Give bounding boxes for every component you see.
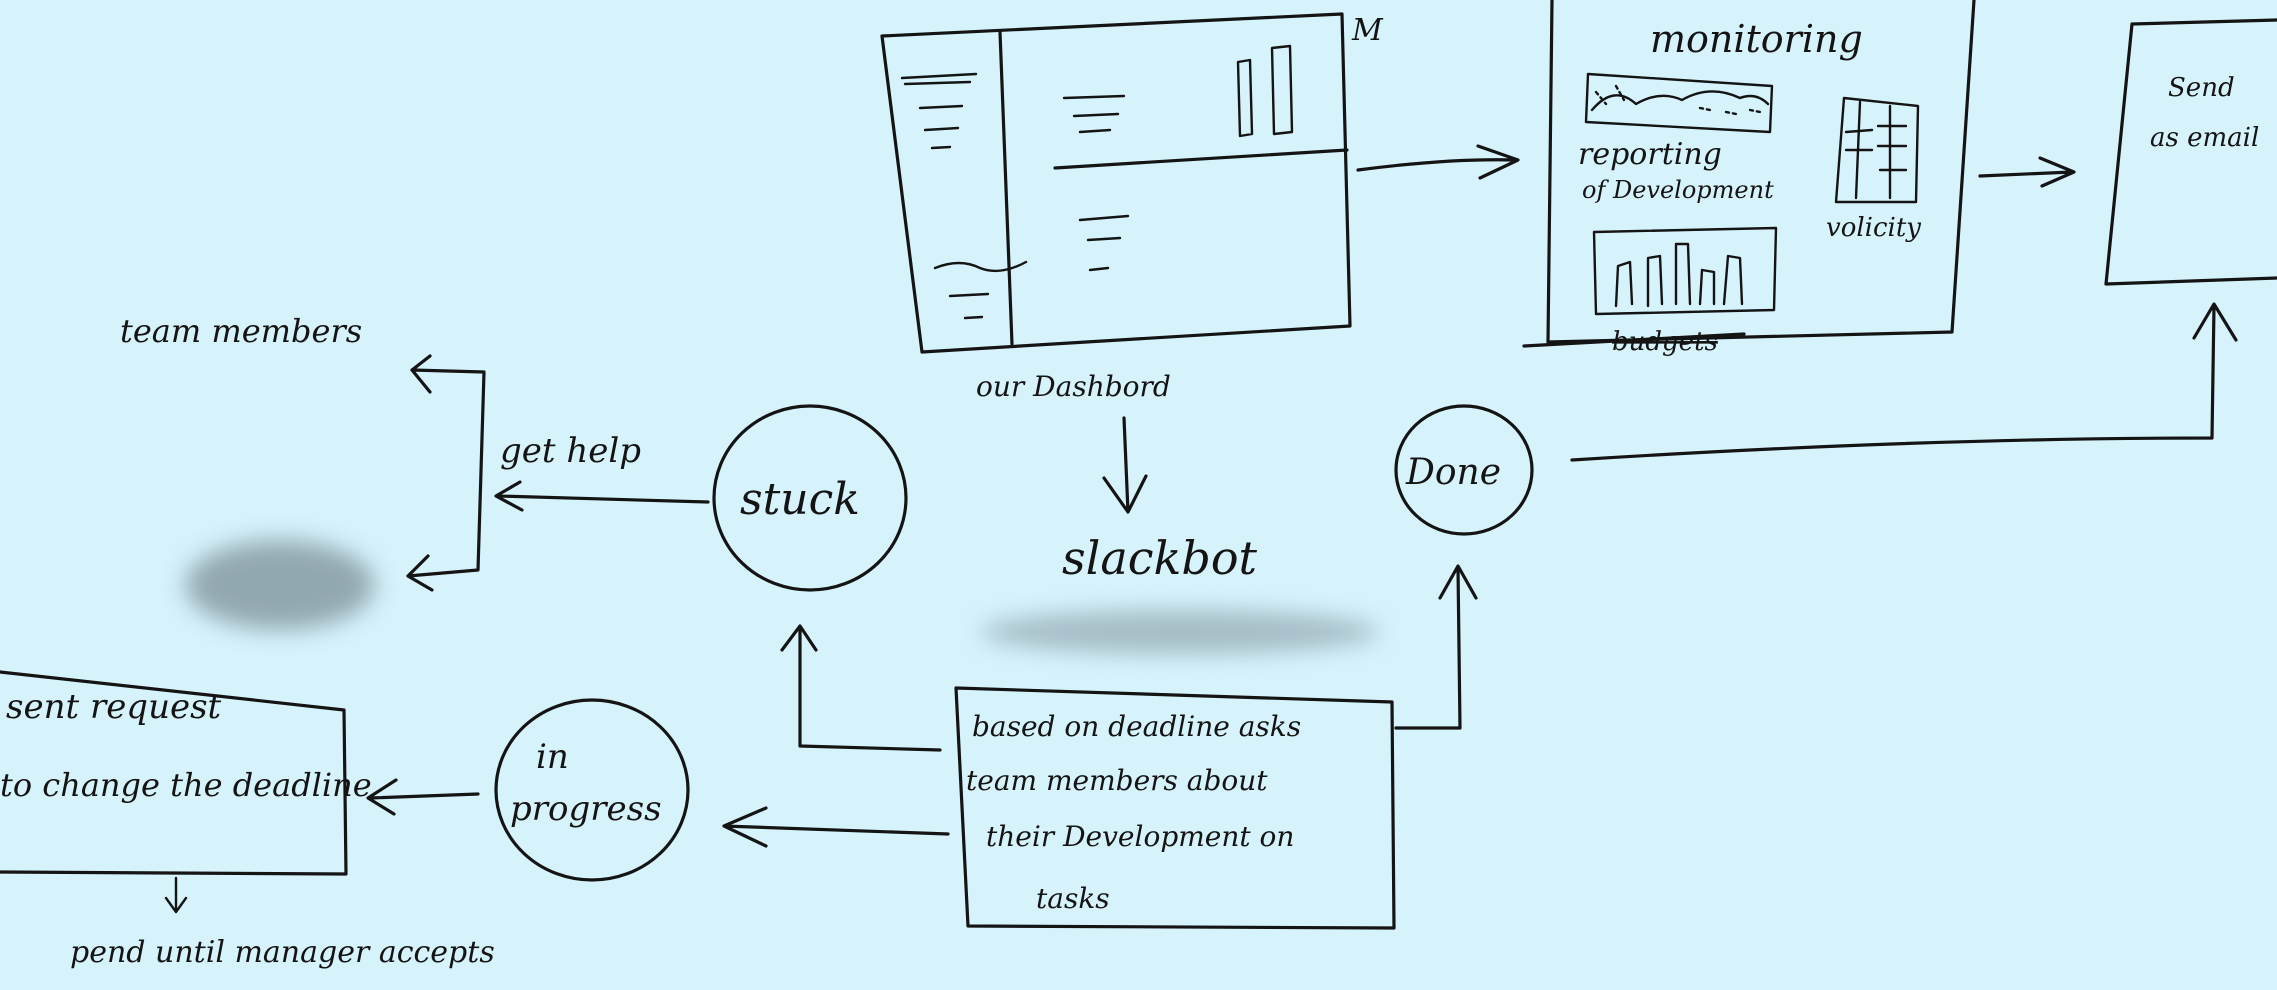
dashboard-label: our Dashbord	[976, 370, 1171, 403]
slackbot-label: slackbot	[1062, 531, 1258, 585]
email-box: Send as email	[2104, 18, 2277, 286]
in-progress-line1: in	[536, 737, 569, 777]
arrow-progress-to-request	[366, 778, 480, 816]
arrow-stuck-to-help	[494, 480, 710, 512]
reporting-label-line2: of Development	[1582, 176, 1774, 204]
velocity-label: volicity	[1826, 213, 1921, 243]
pend-label: pend until manager accepts	[70, 935, 495, 970]
slackbot-description-box: based on deadline asks team members abou…	[954, 686, 1396, 930]
bracket-get-help	[406, 354, 486, 592]
arrow-desc-to-stuck	[780, 624, 942, 752]
reporting-label-line1: reporting	[1578, 137, 1722, 172]
dashboard-sketch: M	[880, 12, 1384, 354]
blurred-region	[980, 610, 1380, 654]
blurred-region	[185, 540, 375, 630]
request-line1: sent request	[6, 687, 222, 727]
done-node: Done	[1394, 404, 1534, 536]
stuck-node: stuck	[712, 404, 908, 592]
team-members-label: team members	[120, 312, 362, 350]
budget-label: budgets	[1612, 327, 1718, 357]
slackbot-desc-line4: tasks	[1036, 882, 1110, 915]
stuck-label: stuck	[740, 474, 860, 525]
arrow-desc-to-progress	[722, 806, 950, 848]
slackbot-desc-line2: team members about	[966, 764, 1268, 797]
in-progress-node: in progress	[494, 698, 690, 882]
arrow-dashboard-to-slackbot	[1102, 416, 1148, 514]
slackbot-desc-line1: based on deadline asks	[972, 710, 1301, 743]
monitoring-sketch: monitoring reporting of Development voli…	[1522, 0, 1976, 357]
get-help-label: get help	[500, 431, 641, 471]
in-progress-line2: progress	[510, 789, 662, 829]
slackbot-desc-line3: their Development on	[986, 820, 1294, 853]
arrow-dashboard-to-monitoring	[1356, 144, 1520, 180]
dashboard-mark: M	[1351, 13, 1384, 48]
arrow-request-to-pend	[164, 876, 188, 914]
send-email-line1: Send	[2168, 73, 2235, 103]
request-box: sent request to change the deadline	[0, 670, 372, 876]
request-line2: to change the deadline	[0, 766, 372, 804]
monitoring-title: monitoring	[1650, 17, 1863, 61]
arrow-monitoring-to-email	[1978, 156, 2076, 188]
done-label: Done	[1405, 452, 1501, 493]
arrow-done-to-email	[1570, 302, 2238, 462]
arrow-desc-to-done	[1394, 564, 1478, 730]
send-email-line2: as email	[2150, 123, 2259, 153]
